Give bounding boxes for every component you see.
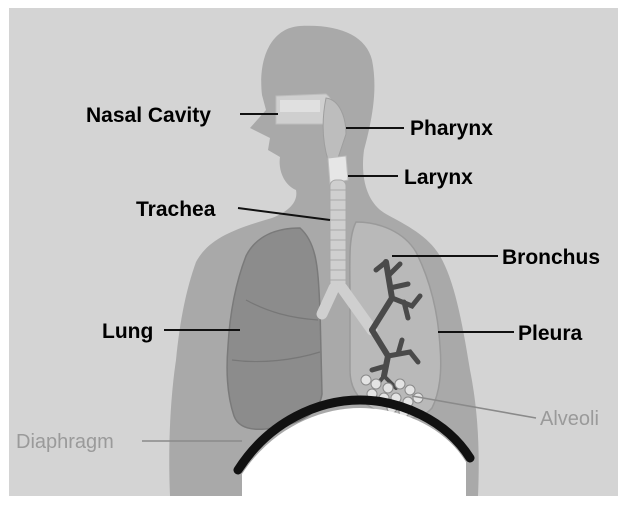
trachea-shape xyxy=(330,180,346,290)
label-nasal-cavity: Nasal Cavity xyxy=(86,104,211,127)
label-larynx: Larynx xyxy=(404,166,473,189)
label-alveoli: Alveoli xyxy=(540,408,599,430)
label-pleura: Pleura xyxy=(518,322,583,345)
label-lung: Lung xyxy=(102,320,153,343)
label-pharynx: Pharynx xyxy=(410,117,493,140)
label-diaphragm: Diaphragm xyxy=(16,431,114,453)
nasal-cavity-inner xyxy=(280,100,320,112)
label-bronchus: Bronchus xyxy=(502,246,600,269)
label-trachea: Trachea xyxy=(136,198,216,221)
